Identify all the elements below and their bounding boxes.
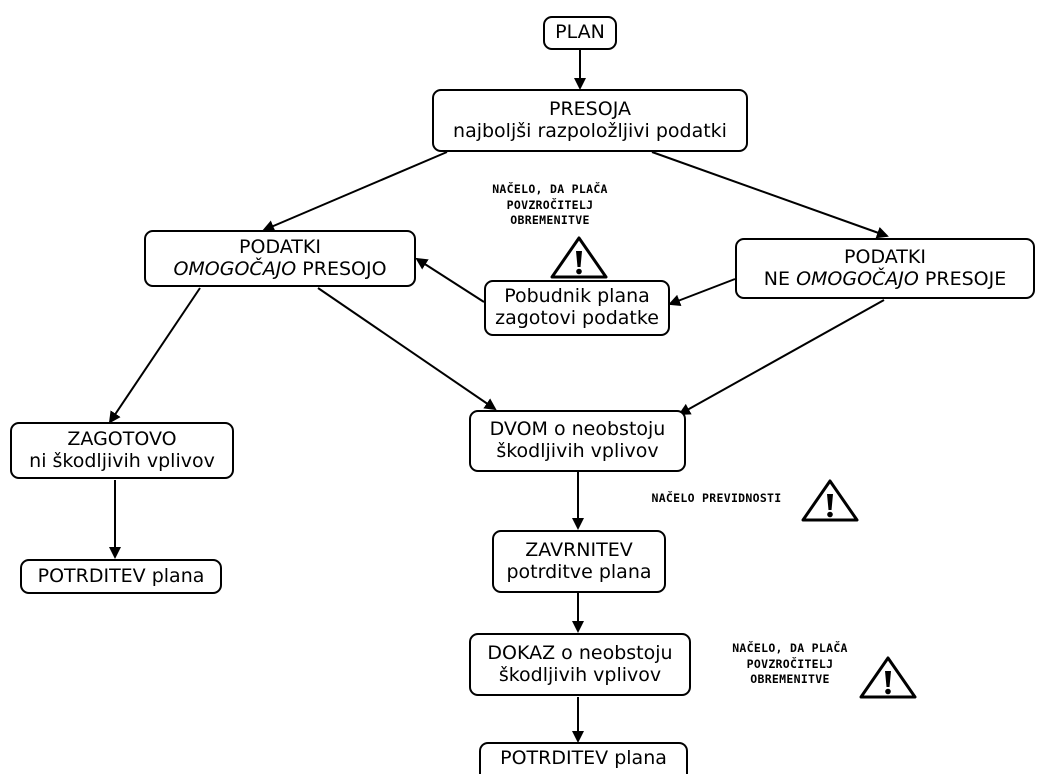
arrow-omogocajo-dvom [317,287,497,411]
note-line: OBREMENITVE [510,213,590,228]
node-label: PLAN [555,21,605,44]
note-line: POVZROČITELJ [506,197,594,212]
node-plan: PLAN [543,16,617,50]
text-suffix: PRESOJE [918,267,1007,290]
node-presoja: PRESOJA najboljši razpoložljivi podatki [432,89,748,152]
note-line: NAČELO PREVIDNOSTI [651,491,782,505]
node-subtitle: NE OMOGOČAJO PRESOJE [763,267,1007,291]
node-title: PODATKI [239,235,321,258]
warning-icon [859,656,917,699]
note-line: NAČELO, DA PLAČA [492,182,608,196]
note-precaution: NAČELO PREVIDNOSTI [634,491,799,507]
node-title: ZAVRNITEV [525,538,633,561]
node-subtitle: potrditve plana [506,560,652,583]
arrow-omogocajo-zagotovo [108,287,201,424]
text-suffix: PRESOJO [296,257,387,280]
note-line: NAČELO, DA PLAČA [732,641,848,655]
node-title: PRESOJA [549,97,631,120]
node-title: DVOM o neobstoju [489,418,666,441]
node-podatki-omogocajo: PODATKI OMOGOČAJO PRESOJO [144,230,416,287]
node-dvom: DVOM o neobstoju škodljivih vplivov [469,410,686,472]
emphasized-text: OMOGOČAJO [796,267,919,290]
node-title: Pobudnik plana [504,285,650,308]
warning-icon [801,479,859,522]
arrow-pobudnik-omogocajo [415,257,485,303]
arrow-presoja-podatki-ne-omogocajo [651,151,889,239]
node-subtitle: škodljivih vplivov [498,663,662,686]
node-subtitle: ni škodljivih vplivov [29,449,215,472]
node-label: POTRDITEV plana [500,747,667,769]
note-polluter-pays-bottom: NAČELO, DA PLAČA POVZROČITELJ OBREMENITV… [710,641,870,688]
node-subtitle: zagotovi podatke [495,307,659,329]
node-subtitle: najboljši razpoložljivi podatki [453,119,727,142]
warning-icon [550,236,608,279]
note-line: POVZROČITELJ [746,656,834,671]
node-zagotovo: ZAGOTOVO ni škodljivih vplivov [10,422,234,479]
note-line: OBREMENITVE [750,672,830,687]
node-dokaz: DOKAZ o neobstoju škodljivih vplivov [469,633,691,696]
node-title: DOKAZ o neobstoju [487,641,673,664]
node-title: ZAGOTOVO [67,427,177,450]
arrow-ne-omogocajo-pobudnik [668,278,736,307]
node-podatki-ne-omogocajo: PODATKI NE OMOGOČAJO PRESOJE [735,238,1035,299]
note-polluter-pays-top: NAČELO, DA PLAČA POVZROČITELJ OBREMENITV… [470,182,630,229]
arrow-presoja-podatki-omogocajo [262,151,448,232]
node-title: PODATKI [844,245,926,268]
node-subtitle: škodljivih vplivov [496,440,659,462]
node-label: POTRDITEV plana [37,564,205,587]
node-pobudnik: Pobudnik plana zagotovi podatke [484,280,670,336]
emphasized-text: OMOGOČAJO [173,257,297,280]
node-potrditev-bottom: POTRDITEV plana [479,742,688,774]
node-subtitle: OMOGOČAJO PRESOJO [173,257,387,281]
text-prefix: NE [763,267,797,290]
arrow-ne-omogocajo-dvom [678,299,885,415]
node-zavrnitev: ZAVRNITEV potrditve plana [492,530,666,593]
node-potrditev-left: POTRDITEV plana [20,559,222,594]
